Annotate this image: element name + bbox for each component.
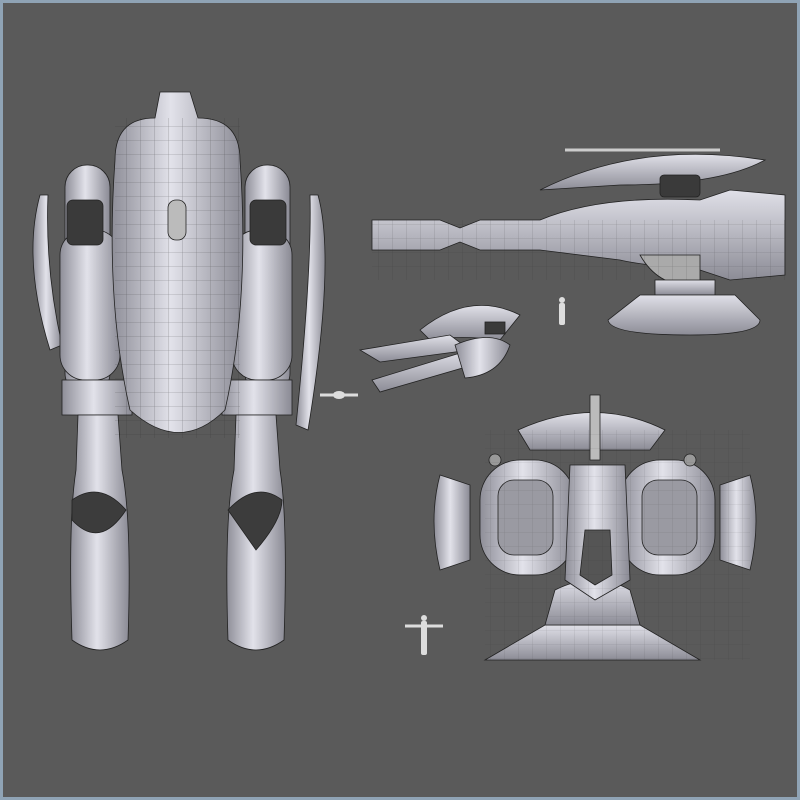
scale-figure-ship <box>320 391 358 399</box>
side-view <box>371 148 786 336</box>
perspective-view <box>358 305 521 393</box>
rear-view <box>433 394 757 661</box>
front-view <box>32 91 326 651</box>
scale-figure-human <box>405 297 565 655</box>
